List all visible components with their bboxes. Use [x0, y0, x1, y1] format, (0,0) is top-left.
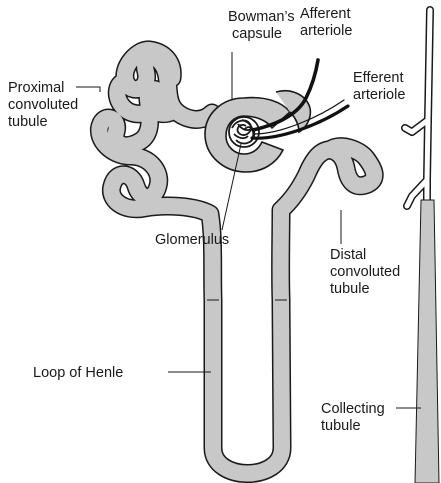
afferent-arteriole-label: Afferent arteriole [300, 6, 355, 39]
glomerulus-capillaries [229, 117, 259, 147]
bowmans-capsule-label: Bowman’s capsule [228, 9, 299, 42]
collecting-tubule-label: Collecting tubule [321, 401, 389, 434]
glomerulus-label: Glomerulus [155, 232, 229, 248]
efferent-arteriole-label: Efferent arteriole [353, 70, 408, 103]
distal-tubule-label: Distal convoluted tubule [330, 247, 404, 297]
collecting-tubule-structure [405, 10, 439, 483]
proximal-tubule-label: Proximal convoluted tubule [8, 80, 82, 130]
loop-of-henle-label: Loop of Henle [33, 365, 123, 381]
